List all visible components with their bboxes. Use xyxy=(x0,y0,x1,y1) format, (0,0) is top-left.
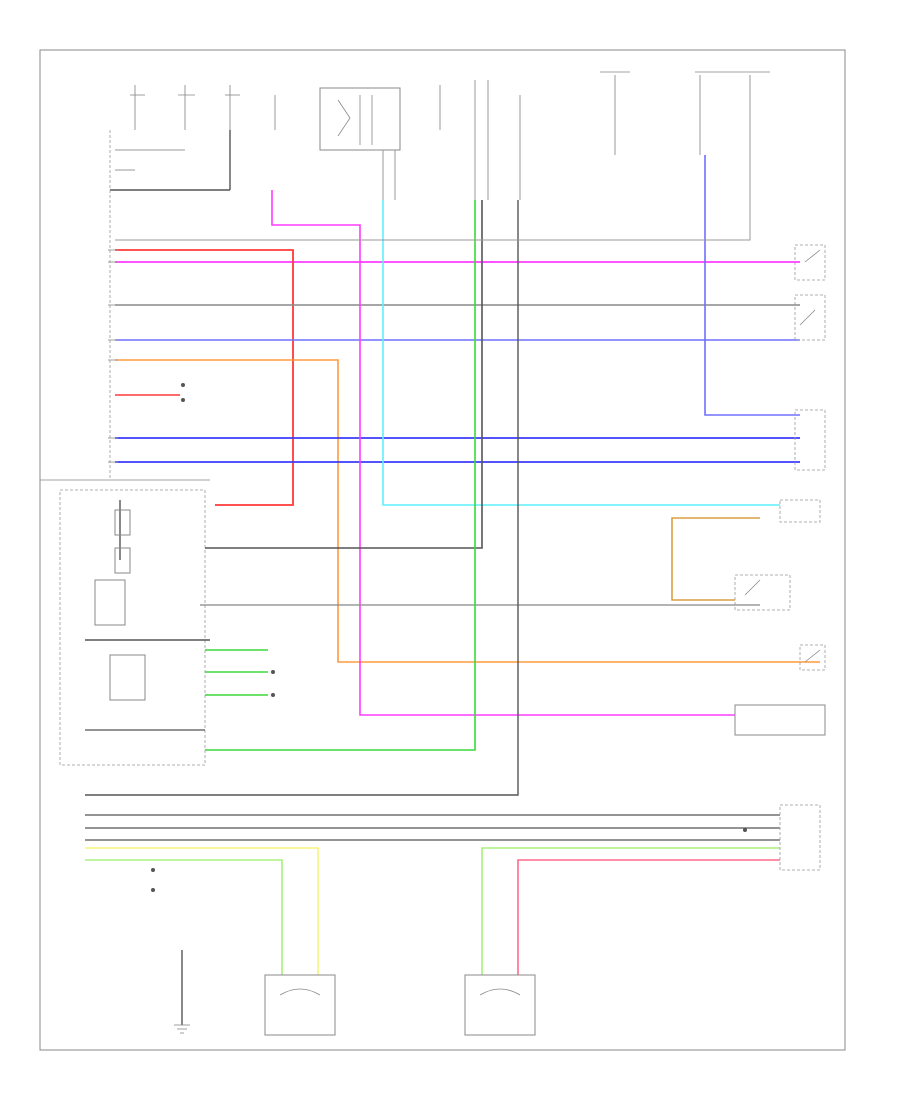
connector-ticks xyxy=(108,249,118,463)
seat-sensor-left xyxy=(264,974,336,1036)
right-components xyxy=(734,244,826,871)
wire-harness xyxy=(85,155,820,975)
ground-icon xyxy=(174,950,190,1034)
seat-sensor-right xyxy=(464,974,536,1036)
airbag-sensor-assembly xyxy=(40,130,210,766)
fuse-block-right xyxy=(439,71,770,200)
relay-block xyxy=(319,87,401,200)
fuse-block-top xyxy=(110,85,276,191)
splice-dots xyxy=(151,383,747,892)
diagram-border xyxy=(39,49,846,1051)
